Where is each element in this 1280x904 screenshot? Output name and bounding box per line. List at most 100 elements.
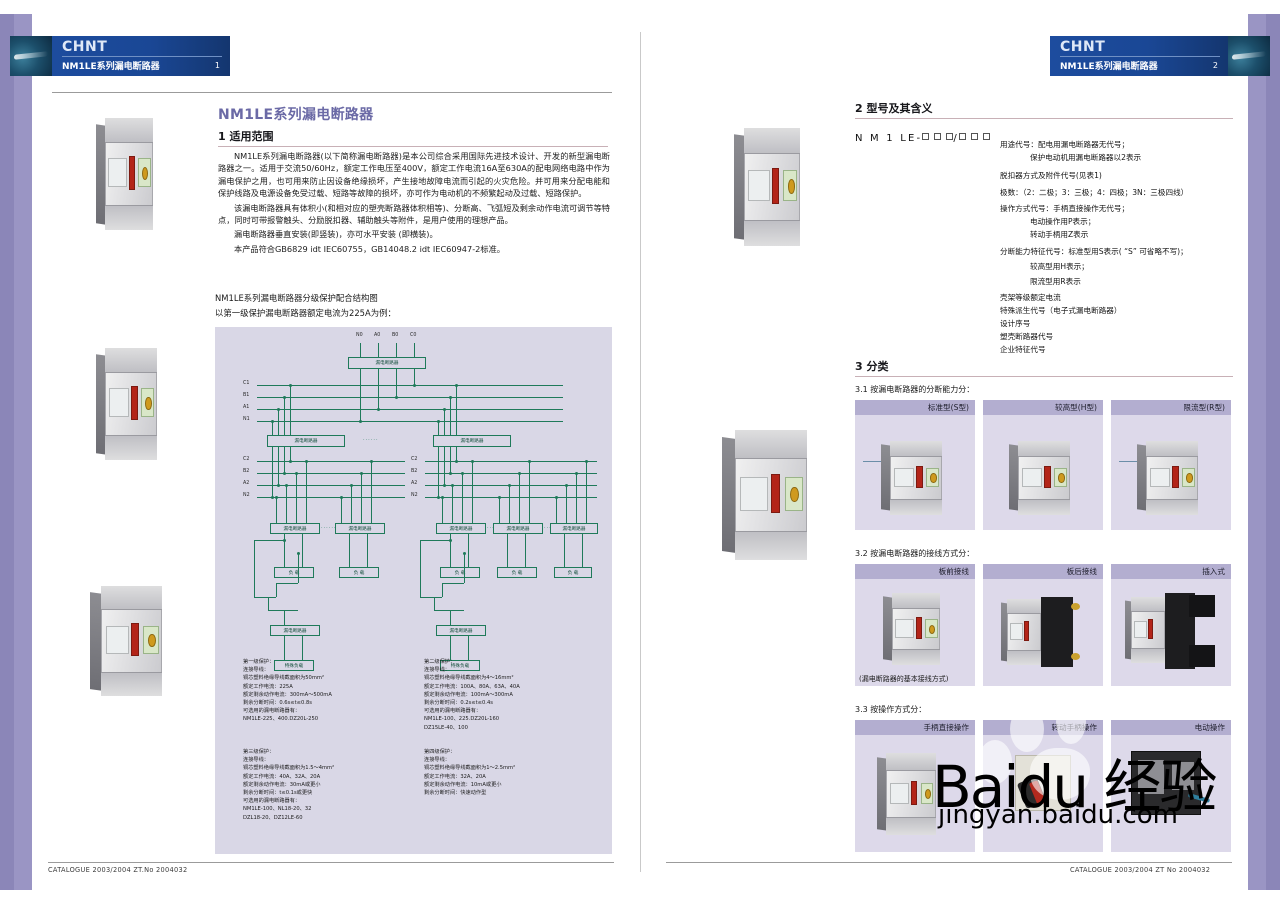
- left-footer-text: CATALOGUE 2003/2004 ZT.No 2004032: [48, 866, 188, 874]
- note-2-line-6: 可选用的漏电断路器有：: [424, 708, 482, 715]
- g0s1-dropdot-1: [349, 483, 353, 487]
- bus1-line-0: [257, 385, 563, 386]
- terminal-drop-3: [414, 343, 415, 357]
- note-2-line-7: NM1LE-100、225.DZ20L-160: [424, 716, 500, 723]
- sp1-h3: [442, 583, 464, 584]
- g1s2-dropdot-2: [574, 471, 578, 475]
- callout-5: 操作方式代号：手柄直接操作无代号；: [1000, 204, 1130, 213]
- g1s0-dropdot-1: [450, 483, 454, 487]
- g0s1-dropdot-3: [369, 459, 373, 463]
- g1s2-dropdot-0: [554, 495, 558, 499]
- l1-tapdot-2: [394, 395, 398, 399]
- g1s2-drop-3: [586, 461, 587, 523]
- note-3-line-7: NM1LE-100、NL18-20、32: [243, 806, 312, 813]
- note-3-line-6: 可选用的漏电断路器有：: [243, 798, 301, 805]
- g1s1-ld1: [507, 534, 508, 567]
- card-high-type: 较高型(H型): [983, 400, 1103, 530]
- bus2-1-label-A2: A2: [411, 481, 418, 486]
- g0s1-drop-2: [361, 473, 362, 523]
- g0s1-drop-3: [371, 461, 372, 523]
- note-1-line-4: 额定剩余动作电流：300mA～500mA: [243, 691, 332, 698]
- scope-paragraph-2: 该漏电断路器具有体积小(和相对应的塑壳断路器体积相等)、分断高、飞弧短及剩余动作…: [218, 202, 610, 226]
- g1-feed-3: [456, 447, 457, 461]
- sp0-v2: [276, 583, 277, 597]
- breaker-level4-0: 漏电断路器: [270, 625, 320, 636]
- callout-7: 转动手柄用Z表示: [1030, 230, 1089, 239]
- branch-ellipsis: ······: [363, 437, 379, 443]
- b0-drop-3: [290, 385, 291, 435]
- g0s0-dropdot-3: [304, 459, 308, 463]
- card-handle-photo: [877, 753, 941, 835]
- card-direct-handle: 手柄直接操作: [855, 720, 975, 852]
- model-code-prefix: N M 1 LE-: [855, 133, 923, 144]
- g1s1-dropdot-3: [527, 459, 531, 463]
- g0-feeddot-3: [288, 459, 292, 463]
- terminal-label-N0: N0: [356, 333, 363, 338]
- sp1-h4: [434, 610, 464, 611]
- card-front-connection: 板前接线 (漏电断路器的基本接线方式): [855, 564, 975, 686]
- bus2-0-line-3: [257, 497, 405, 498]
- scope-paragraph-3: 漏电断路器垂直安装(即竖装)，亦可水平安装 (即横装)。: [234, 229, 438, 240]
- note-3-title: 第三级保护：: [243, 749, 275, 755]
- g1s2-drop-1: [566, 485, 567, 523]
- g0-feeddot-2: [282, 471, 286, 475]
- scope-body: NM1LE系列漏电断路器(以下简称漏电断路器)是本公司综合采用国际先进技术设计、…: [218, 150, 610, 255]
- g1s0-drop-3: [472, 461, 473, 523]
- breaker-level3-0-1: 漏电断路器: [335, 523, 385, 534]
- left-banner-title: NM1LE系列漏电断路器: [62, 62, 160, 72]
- section-1-rule: [218, 146, 608, 147]
- load-0-1: 负 载: [339, 567, 379, 578]
- g1s2-drop-2: [576, 473, 577, 523]
- model-box-3: [946, 133, 954, 140]
- note-1-line-2: 铜芯塑料绝缘导线截面积为50mm²: [243, 675, 325, 682]
- card-rear-connection: 板后接线: [983, 564, 1103, 686]
- l1-tap-0: [360, 369, 361, 421]
- card-limiting-photo: [1137, 441, 1203, 515]
- terminal-label-C0: C0: [410, 333, 417, 338]
- b1-drop-3: [456, 385, 457, 435]
- terminal-label-B0: B0: [392, 333, 399, 338]
- l1-tap-2: [396, 369, 397, 397]
- note-4-line-5: 剩余分断时间：快速动作型: [424, 790, 487, 797]
- right-banner-title: NM1LE系列漏电断路器: [1060, 62, 1158, 72]
- callout-3: 脱扣器方式及附件代号(见表1): [1000, 171, 1102, 180]
- note-4-line-2: 铜芯塑料绝缘导线截面积为1～2.5mm²: [424, 765, 516, 772]
- breaker-level3-0-0: 漏电断路器: [270, 523, 320, 534]
- sp1-v3: [464, 553, 465, 583]
- b1-dropdot-2: [448, 395, 452, 399]
- sp0-o2: [302, 636, 303, 660]
- note-4-line-1: 连接导线：: [424, 757, 450, 764]
- terminal-drop-0: [360, 343, 361, 357]
- protection-note-4: 第四级保护： 连接导线： 铜芯塑料绝缘导线截面积为1～2.5mm² 额定工作电流…: [424, 748, 609, 797]
- g1-feeddot-3: [454, 459, 458, 463]
- callout-6: 电动操作用P表示；: [1030, 217, 1096, 226]
- g1s2-ld2: [582, 534, 583, 567]
- model-box-4: [958, 133, 966, 140]
- sp0-h2: [254, 597, 276, 598]
- breaker-level2-0: 漏电断路器: [267, 435, 345, 447]
- g1s1-drop-0: [499, 497, 500, 523]
- note-2-line-1: 连接导线：: [424, 667, 450, 674]
- product-photo-2pole: [96, 118, 158, 230]
- bus2-0-line-0: [257, 461, 405, 462]
- bus2-1-label-N2: N2: [411, 493, 418, 498]
- bus2-0-label-A2: A2: [243, 481, 250, 486]
- g0s1-dropdot-0: [339, 495, 343, 499]
- load-1-0: 负 载: [440, 567, 480, 578]
- g1s0-ld2: [468, 534, 469, 567]
- note-2-line-4: 额定剩余动作电流：100mA～300mA: [424, 691, 513, 698]
- card-rear-title: 板后接线: [983, 564, 1103, 579]
- left-footer-rule: [48, 862, 614, 863]
- section-3-1-label: 3.1 按漏电断路器的分断能力分：: [855, 385, 975, 394]
- g1-feeddot-2: [448, 471, 452, 475]
- brand-rule-left: [62, 56, 222, 57]
- left-banner-image: [10, 36, 52, 76]
- card-limiting-pointer: [1119, 461, 1137, 462]
- callout-12: 特殊派生代号（电子式漏电断路器）: [1000, 306, 1122, 315]
- l1-tap-3: [414, 369, 415, 385]
- bus2-0-label-N2: N2: [243, 493, 250, 498]
- model-code-slash: /: [953, 133, 959, 144]
- model-box-6: [982, 133, 990, 140]
- product-photo-center-3pole: [734, 128, 806, 246]
- sp1-v2: [442, 583, 443, 597]
